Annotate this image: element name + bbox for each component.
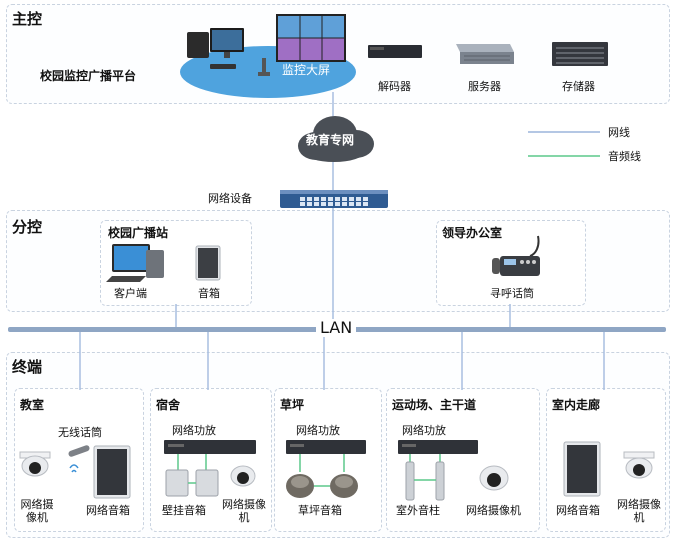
paging-mic-icon (492, 235, 540, 276)
dorm-title: 宿舍 (156, 398, 181, 412)
workstation-icon (187, 28, 244, 69)
field-panel (386, 388, 540, 532)
classroom-speaker-icon (93, 445, 131, 499)
field-camera-label: 网络摄像机 (466, 504, 521, 517)
field-amp-label: 网络功放 (402, 424, 446, 437)
classroom-title: 教室 (20, 398, 45, 412)
dorm-panel (150, 388, 272, 532)
column-speaker-icon (405, 461, 445, 501)
lawn-speaker-icon (286, 474, 358, 498)
cloud-label: 教育专网 (306, 133, 355, 147)
classroom-camera-label: 网络摄像机 (20, 498, 54, 524)
corridor-camera-label: 网络摄像机 (617, 498, 661, 524)
classroom-speaker-label: 网络音箱 (86, 504, 130, 517)
classroom-camera-icon (19, 451, 51, 477)
dorm-amp-icon (164, 440, 256, 454)
lawn-title: 草坪 (280, 398, 305, 412)
branch-zone-title: 分控 (12, 218, 43, 236)
field-amp-icon (398, 440, 478, 454)
main-zone-title: 主控 (12, 10, 43, 28)
legend-network-label: 网线 (608, 126, 630, 139)
storage-icon (552, 42, 608, 66)
station-speaker-icon (195, 245, 221, 281)
lawn-amp-label: 网络功放 (296, 424, 340, 437)
lawn-panel (274, 388, 382, 532)
dorm-camera-label: 网络摄像机 (222, 498, 266, 524)
lan-label: LAN (316, 319, 357, 337)
client-label: 客户端 (114, 287, 147, 300)
server-label: 服务器 (468, 80, 501, 93)
corridor-title: 室内走廊 (552, 398, 601, 412)
terminal-zone-title: 终端 (12, 358, 43, 376)
station-speaker-label: 音箱 (198, 287, 220, 300)
wireless-mic-icon (68, 445, 90, 473)
corridor-speaker-label: 网络音箱 (556, 504, 600, 517)
dorm-camera-icon (230, 465, 256, 487)
wall-speaker-label: 壁挂音箱 (162, 504, 206, 517)
decoder-icon (368, 45, 422, 58)
legend-audio-label: 音频线 (608, 150, 641, 163)
network-switch-icon (280, 190, 388, 208)
cloud-icon (298, 116, 374, 162)
field-title: 运动场、主干道 (392, 398, 477, 412)
paging-mic-label: 寻呼话筒 (490, 287, 534, 300)
video-wall-label: 监控大屏 (282, 63, 331, 77)
video-wall-icon (258, 14, 346, 76)
field-camera-icon (479, 465, 509, 491)
platform-label: 校园监控广播平台 (40, 69, 137, 83)
corridor-speaker-icon (563, 441, 601, 497)
office-title: 领导办公室 (442, 226, 503, 240)
storage-label: 存储器 (562, 80, 595, 93)
lawn-amp-icon (286, 440, 366, 454)
server-icon (456, 44, 514, 64)
client-pc-icon (106, 244, 164, 282)
lawn-speaker-label: 草坪音箱 (298, 504, 342, 517)
corridor-camera-icon (623, 451, 655, 479)
switch-label: 网络设备 (208, 192, 252, 205)
station-title: 校园广播站 (108, 226, 169, 240)
dorm-amp-label: 网络功放 (172, 424, 216, 437)
column-speaker-label: 室外音柱 (396, 504, 440, 517)
legend (528, 131, 600, 157)
decoder-label: 解码器 (378, 80, 411, 93)
wireless-mic-label: 无线话筒 (58, 426, 102, 439)
wall-speaker-icon (165, 469, 219, 497)
